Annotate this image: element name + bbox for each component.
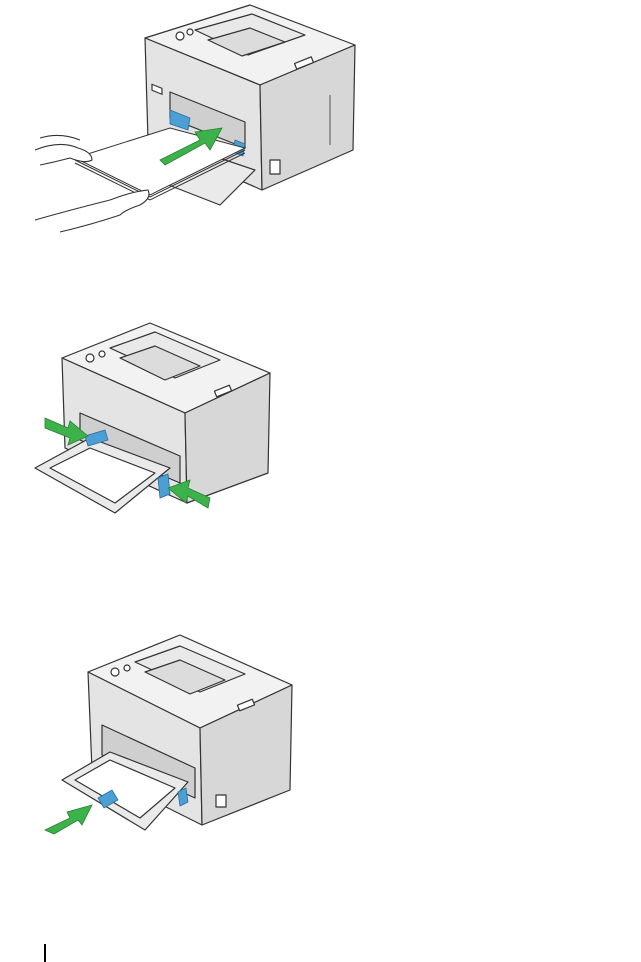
printer-slide-width-guides-illustration bbox=[30, 318, 280, 533]
printer-body bbox=[62, 635, 292, 830]
footer-bar bbox=[44, 944, 46, 962]
printer-load-paper-illustration bbox=[30, 0, 370, 235]
printer-slide-length-guide-illustration bbox=[40, 630, 300, 845]
printer-body bbox=[35, 323, 270, 513]
hand-left-icon bbox=[35, 135, 92, 165]
arrow-length-guide-icon bbox=[45, 805, 92, 834]
hand-right-icon bbox=[35, 190, 149, 232]
